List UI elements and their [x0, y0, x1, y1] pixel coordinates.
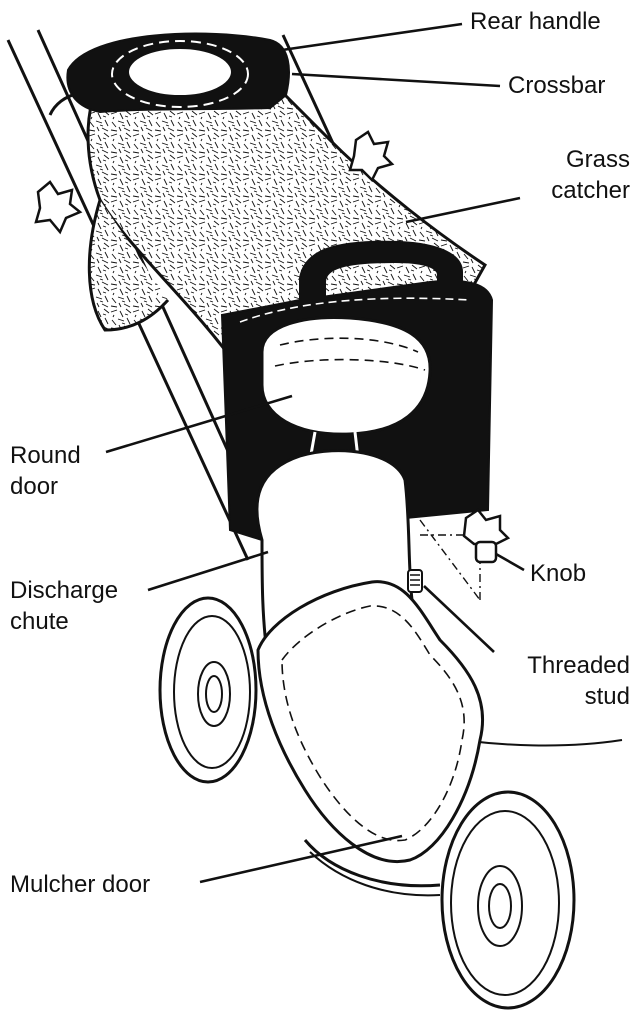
box-handle [299, 240, 463, 301]
right-wheel [440, 790, 576, 1010]
threaded-stud-shape [407, 569, 423, 593]
label-threaded-stud: Threaded stud [527, 652, 630, 710]
mulcher-door-shape [256, 580, 485, 863]
label-discharge-chute: Discharge chute [10, 577, 119, 635]
label-knob: Knob [530, 560, 587, 587]
label-rear-handle: Rear handle [470, 8, 601, 35]
round-door-shape [260, 316, 432, 436]
label-round-door: Round door [10, 442, 81, 500]
label-mulcher-door: Mulcher door [10, 871, 151, 898]
label-crossbar: Crossbar [508, 72, 606, 99]
frame-knob-right [348, 130, 395, 183]
leader-lines [105, 22, 525, 884]
label-grass-catcher: Grass catcher [551, 146, 630, 204]
left-wheel [158, 596, 258, 784]
rear-handle-shape [66, 32, 290, 114]
frame-knob-left [34, 180, 83, 235]
loose-knob-shape [462, 508, 511, 564]
